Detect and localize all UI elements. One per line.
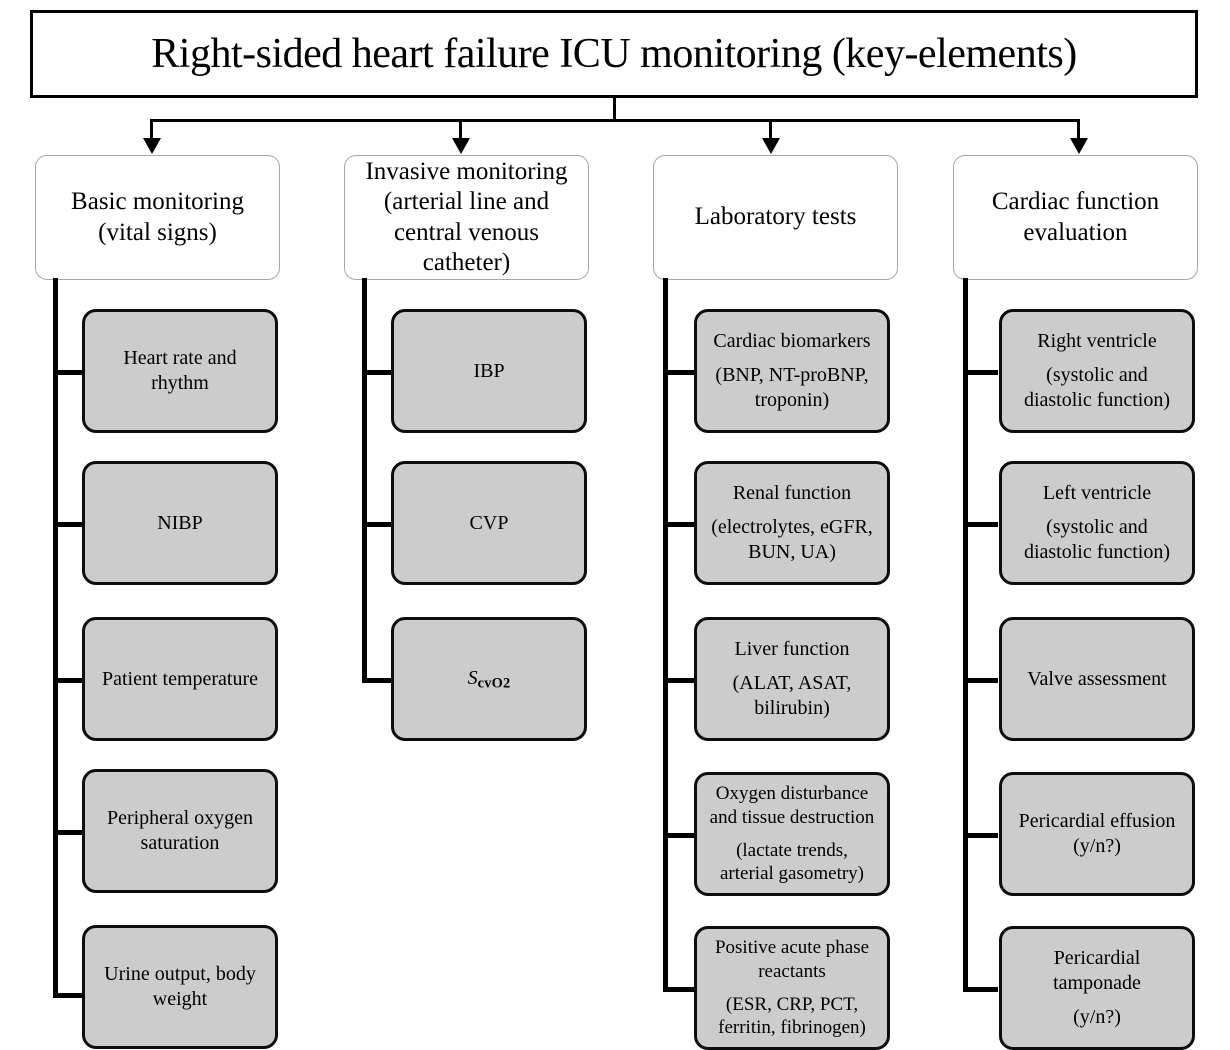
branch-basic-5 xyxy=(53,993,85,998)
branch-lab-2 xyxy=(663,522,695,527)
category-box-invasive-monitoring[interactable]: Invasive monitoring (arterial line and c… xyxy=(344,155,589,280)
diagram-title-box: Right-sided heart failure ICU monitoring… xyxy=(30,10,1198,98)
branch-cardiac-1 xyxy=(963,370,998,375)
trunk-cardiac-function-evaluation xyxy=(963,278,968,992)
node-urine-output-body-weight[interactable]: Urine output, body weight xyxy=(82,925,278,1049)
category-label-cardiac-function-evaluation: Cardiac function evaluation xyxy=(991,188,1160,246)
connector-drop-col2 xyxy=(459,119,462,140)
branch-invasive-3 xyxy=(362,678,394,683)
category-label-basic-monitoring: Basic monitoring (vital signs) xyxy=(71,188,244,246)
node-pericardial-tamponade[interactable]: Pericardial tamponade (y/n?) xyxy=(999,926,1195,1050)
connector-drop-col1 xyxy=(150,119,153,140)
connector-bus-horizontal xyxy=(150,119,1080,122)
branch-cardiac-3 xyxy=(963,678,998,683)
trunk-basic-monitoring xyxy=(53,278,58,998)
branch-basic-2 xyxy=(53,522,85,527)
node-patient-temperature[interactable]: Patient temperature xyxy=(82,617,278,741)
trunk-laboratory-tests xyxy=(663,278,668,992)
node-pericardial-effusion[interactable]: Pericardial effusion (y/n?) xyxy=(999,772,1195,896)
branch-invasive-2 xyxy=(362,522,394,527)
arrow-head-col3 xyxy=(761,138,780,154)
node-cvp[interactable]: CVP xyxy=(391,461,587,585)
node-heart-rate-and-rhythm[interactable]: Heart rate and rhythm xyxy=(82,309,278,433)
category-label-laboratory-tests: Laboratory tests xyxy=(694,203,857,231)
branch-basic-4 xyxy=(53,830,85,835)
node-ibp[interactable]: IBP xyxy=(391,309,587,433)
title-center-stub xyxy=(613,98,616,122)
category-box-cardiac-function-evaluation[interactable]: Cardiac function evaluation xyxy=(953,155,1198,280)
connector-drop-col3 xyxy=(769,119,772,140)
node-cardiac-biomarkers[interactable]: Cardiac biomarkers (BNP, NT-proBNP, trop… xyxy=(694,309,890,433)
node-liver-function[interactable]: Liver function (ALAT, ASAT, bilirubin) xyxy=(694,617,890,741)
node-renal-function[interactable]: Renal function (electrolytes, eGFR, BUN,… xyxy=(694,461,890,585)
category-box-basic-monitoring[interactable]: Basic monitoring (vital signs) xyxy=(35,155,280,280)
diagram-title: Right-sided heart failure ICU monitoring… xyxy=(151,30,1077,77)
branch-lab-5 xyxy=(663,987,695,992)
branch-cardiac-4 xyxy=(963,833,998,838)
branch-basic-1 xyxy=(53,370,85,375)
node-nibp[interactable]: NIBP xyxy=(82,461,278,585)
node-scvo2[interactable]: ScvO2 xyxy=(391,617,587,741)
node-valve-assessment[interactable]: Valve assessment xyxy=(999,617,1195,741)
arrow-head-col1 xyxy=(142,138,161,154)
category-label-invasive-monitoring: Invasive monitoring (arterial line and c… xyxy=(365,157,568,277)
branch-lab-1 xyxy=(663,370,695,375)
branch-basic-3 xyxy=(53,678,85,683)
node-oxygen-disturbance[interactable]: Oxygen disturbance and tissue destructio… xyxy=(694,772,890,896)
arrow-head-col4 xyxy=(1069,138,1088,154)
connector-drop-col4 xyxy=(1077,119,1080,140)
node-right-ventricle[interactable]: Right ventricle (systolic and diastolic … xyxy=(999,309,1195,433)
node-left-ventricle[interactable]: Left ventricle (systolic and diastolic f… xyxy=(999,461,1195,585)
branch-invasive-1 xyxy=(362,370,394,375)
node-positive-acute-phase-reactants[interactable]: Positive acute phase reactants (ESR, CRP… xyxy=(694,926,890,1050)
branch-cardiac-5 xyxy=(963,987,998,992)
scvo2-label: ScvO2 xyxy=(467,666,511,692)
branch-cardiac-2 xyxy=(963,522,998,527)
arrow-head-col2 xyxy=(451,138,470,154)
node-peripheral-oxygen-saturation[interactable]: Peripheral oxygen saturation xyxy=(82,769,278,893)
trunk-invasive-monitoring xyxy=(362,278,367,683)
branch-lab-3 xyxy=(663,678,695,683)
category-box-laboratory-tests[interactable]: Laboratory tests xyxy=(653,155,898,280)
branch-lab-4 xyxy=(663,833,695,838)
